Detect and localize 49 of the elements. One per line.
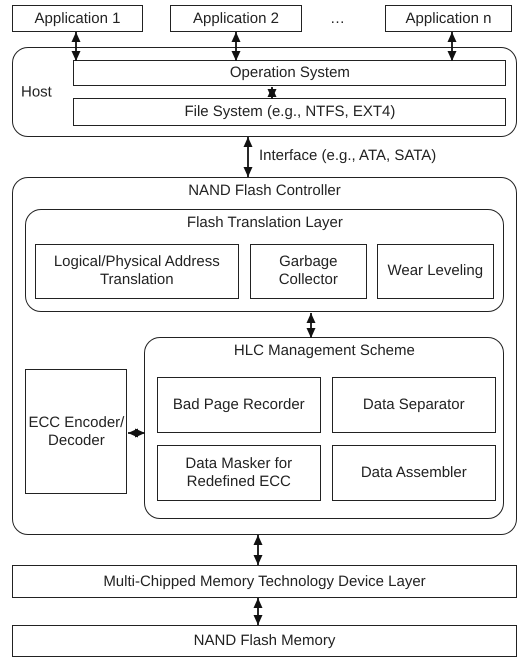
process-box — [250, 244, 367, 299]
box-label: Application 2 — [193, 10, 279, 28]
double-arrow — [128, 428, 145, 438]
group-title: NAND Flash Controller — [188, 182, 341, 199]
group-title: Host — [21, 84, 52, 100]
double-arrow — [254, 598, 262, 625]
process-box — [156, 444, 321, 501]
box-label: Multi-Chipped Memory Technology Device Layer — [103, 572, 426, 590]
process-box — [376, 244, 494, 299]
group-box — [12, 47, 517, 137]
process-box — [385, 5, 512, 32]
double-arrow — [306, 313, 316, 338]
group-title: HLC Management Scheme — [234, 342, 415, 360]
ellipsis-label: … — [330, 10, 345, 27]
process-box — [332, 444, 496, 501]
box-label: File System (e.g., NTFS, EXT4) — [184, 103, 396, 122]
box-label: ECC Encoder/ Decoder — [27, 414, 126, 450]
edge-label: Interface (e.g., ATA, SATA) — [257, 147, 438, 164]
double-arrow — [244, 137, 252, 177]
process-box — [12, 5, 143, 32]
process-box — [73, 60, 506, 86]
box-label: Data Assembler — [360, 464, 467, 482]
process-box — [12, 625, 517, 657]
process-box — [73, 98, 506, 126]
box-label: Application 1 — [34, 10, 120, 28]
group-title: Flash Translation Layer — [186, 214, 343, 232]
double-arrow — [268, 87, 276, 99]
double-arrow — [232, 32, 240, 61]
box-label: Application n — [406, 10, 492, 28]
group-box — [144, 337, 504, 520]
double-arrow — [254, 535, 262, 565]
box-label: Bad Page Recorder — [172, 396, 305, 414]
double-arrow — [72, 32, 80, 61]
process-box — [332, 376, 496, 433]
box-label: Wear Leveling — [387, 262, 484, 280]
box-label: Logical/Physical Address Translation — [52, 253, 221, 290]
process-box — [34, 244, 239, 299]
box-label: Data Separator — [362, 396, 465, 414]
box-label: NAND Flash Memory — [194, 632, 336, 650]
box-label: Operation System — [230, 64, 350, 82]
double-arrow — [448, 32, 456, 61]
box-label: Data Masker for Redefined ECC — [184, 454, 294, 491]
process-box — [25, 369, 128, 494]
group-box — [12, 177, 517, 535]
process-box — [170, 5, 302, 32]
process-box — [156, 376, 321, 433]
group-box — [25, 209, 504, 312]
process-box — [12, 565, 517, 598]
box-label: Garbage Collector — [278, 253, 339, 290]
